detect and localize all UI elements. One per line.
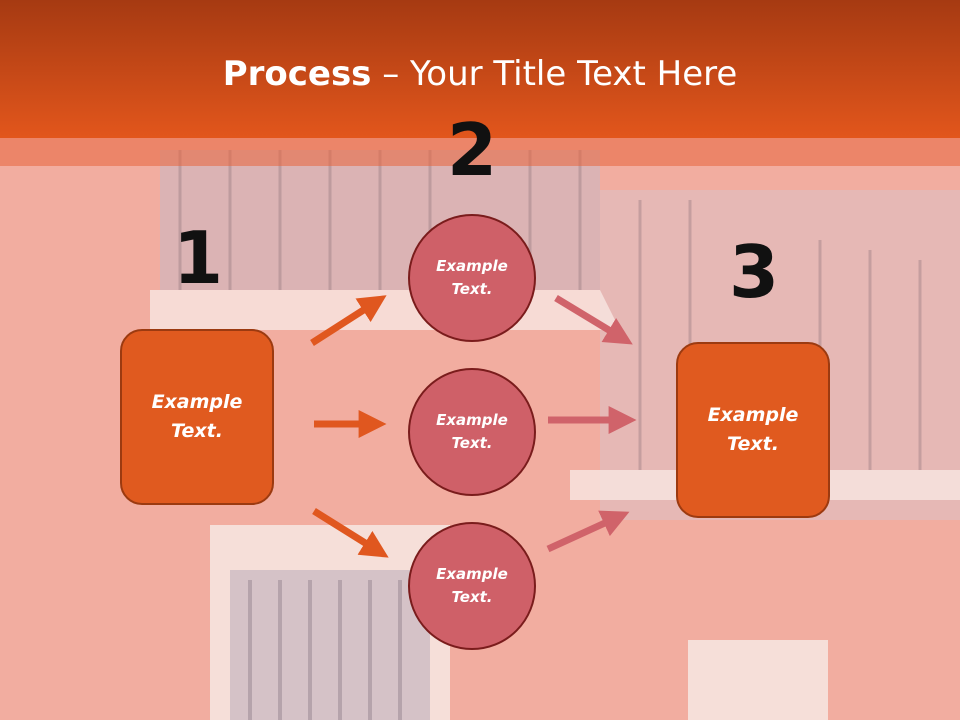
step-number-2: 2 xyxy=(446,108,498,192)
title-bar xyxy=(0,0,960,138)
arrow-bottom-to-3 xyxy=(546,510,630,553)
arrow-top-to-3 xyxy=(554,295,633,345)
step-2-circle-top: Example Text. xyxy=(408,214,536,342)
title-rest: – Your Title Text Here xyxy=(371,54,738,94)
step-3-box: Example Text. xyxy=(676,342,830,518)
step-2-circle-middle: Example Text. xyxy=(408,368,536,496)
step-1-text: Example Text. xyxy=(151,391,243,442)
step-number-3: 3 xyxy=(728,230,780,314)
title-bold: Process xyxy=(222,54,372,94)
circle-bottom-text: Example Text. xyxy=(436,565,508,606)
slide-title: Process – Your Title Text Here xyxy=(0,52,960,96)
step-2-circle-bottom: Example Text. xyxy=(408,522,536,650)
step-1-box: Example Text. xyxy=(120,329,274,505)
circle-top-text: Example Text. xyxy=(436,257,508,298)
arrow-1-to-top xyxy=(310,295,387,346)
step-3-text: Example Text. xyxy=(707,404,799,455)
arrow-1-to-bottom xyxy=(312,508,389,558)
title-strip xyxy=(0,138,960,166)
circle-middle-text: Example Text. xyxy=(436,411,508,452)
step-number-1: 1 xyxy=(172,216,224,300)
